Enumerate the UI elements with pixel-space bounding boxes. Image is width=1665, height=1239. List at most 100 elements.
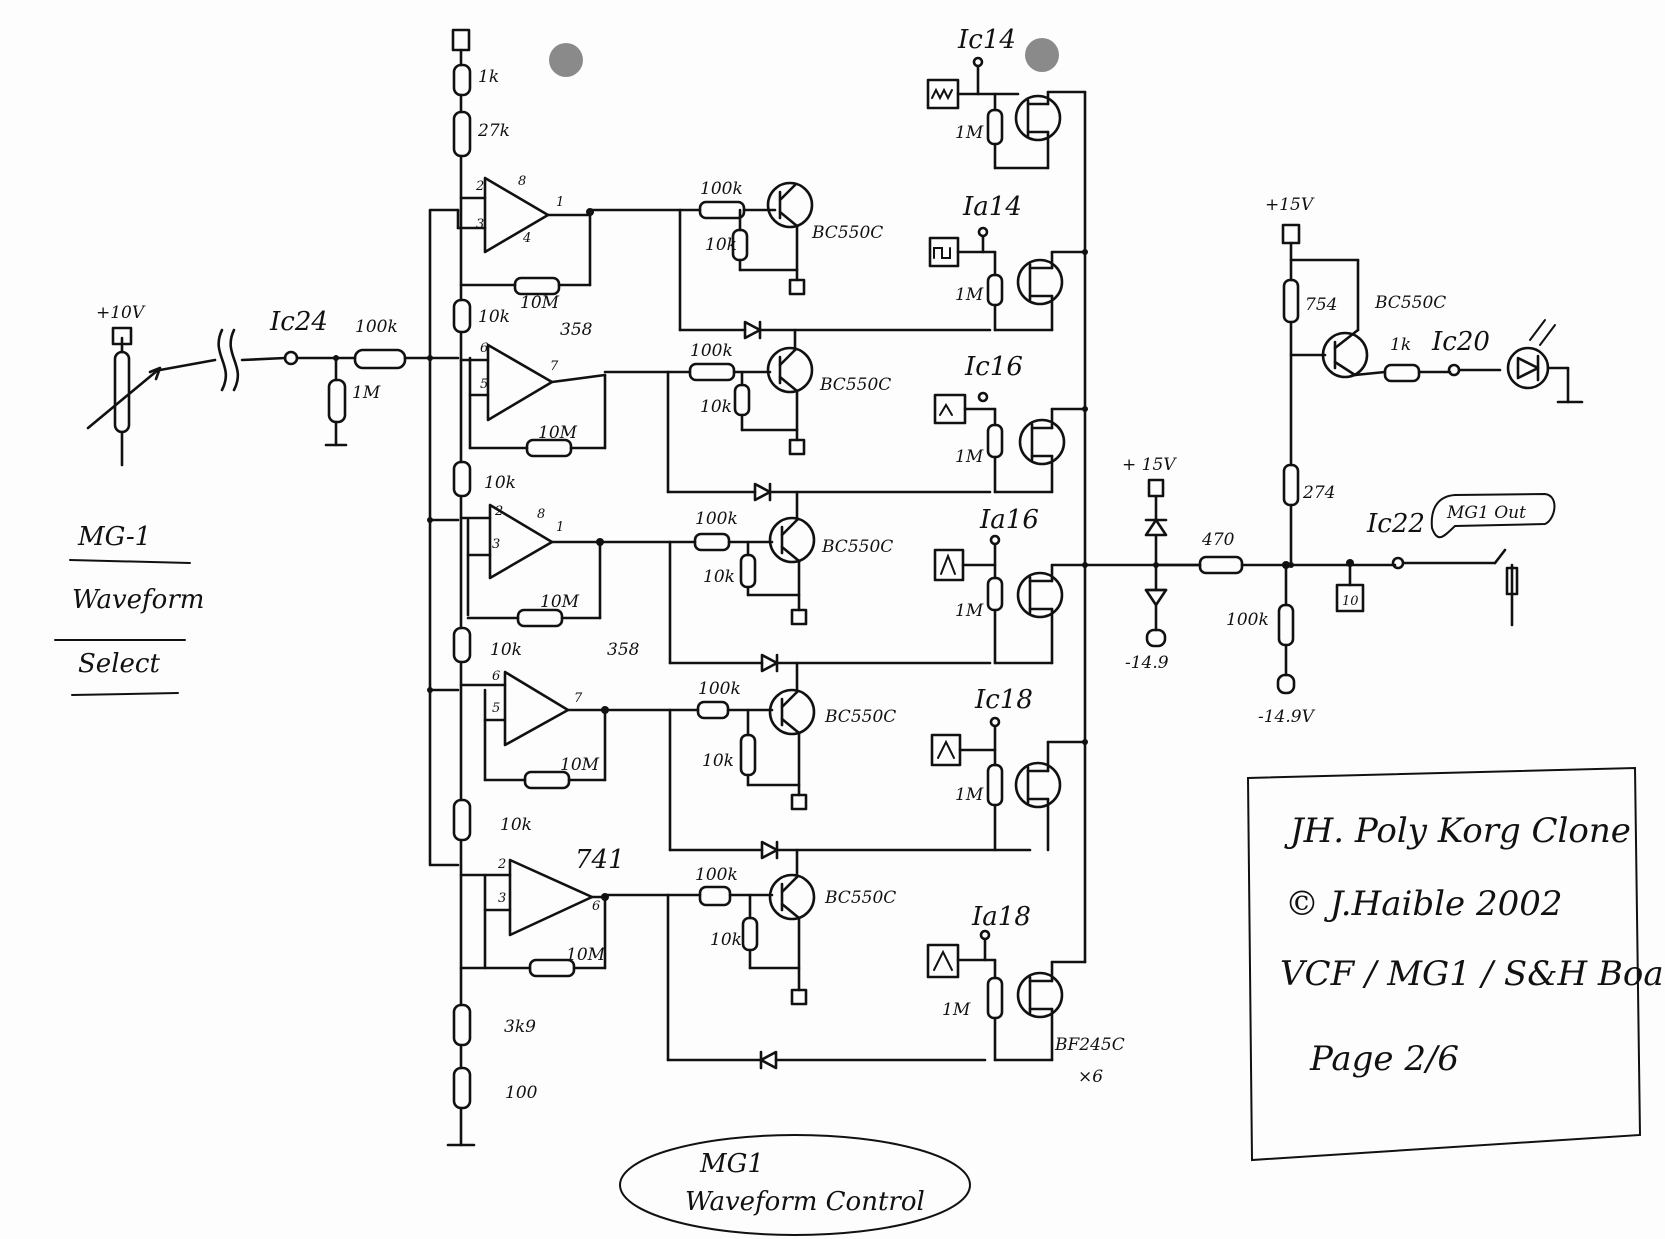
label-transistor-1: BC550C <box>811 223 883 243</box>
transistor-driver-5 <box>666 848 987 1070</box>
label-r-fb-2: 10M <box>538 423 578 443</box>
pin-3b: 3 <box>492 537 500 552</box>
pin-2c: 2 <box>497 857 506 872</box>
label-transistor-2: BC550C <box>819 375 891 395</box>
opamp-pin-numbers: 2 3 8 4 1 6 5 7 2 3 8 1 6 5 7 2 3 6 <box>475 174 600 914</box>
pin-1: 1 <box>556 195 564 210</box>
label-opamp-358-b: 358 <box>607 640 640 660</box>
input-bus <box>427 208 460 867</box>
label-r-div-1: 10k <box>478 307 510 327</box>
pin-4: 4 <box>522 231 531 246</box>
fet-output-bus <box>1082 90 1202 964</box>
pin-6: 6 <box>480 341 488 356</box>
label-r-base-5: 100k <box>695 865 738 885</box>
label-ic22: Ic22 <box>1366 509 1425 539</box>
punch-hole-right <box>1025 38 1059 72</box>
title-line4: Page 2/6 <box>1309 1039 1459 1079</box>
bottom-title-2: Waveform Control <box>685 1187 925 1217</box>
opamp-stage-4 <box>459 670 672 790</box>
opamp-stage-1 <box>456 176 682 296</box>
label-r-bot1: 3k9 <box>504 1017 536 1037</box>
label-r-gate-2: 1M <box>955 285 984 305</box>
label-r-gate-3: 1M <box>955 447 984 467</box>
label-r-be-4: 10k <box>702 751 734 771</box>
label-r100k-out: 100k <box>1226 610 1269 630</box>
label-r-div-4: 10k <box>500 815 532 835</box>
pin-2b: 2 <box>494 504 503 519</box>
label-r-top2: 27k <box>477 121 510 141</box>
label-r-top1: 1k <box>478 67 499 87</box>
label-ic14: Ic14 <box>957 25 1016 55</box>
transistor-driver-1 <box>678 181 992 340</box>
fet-switch-5 <box>930 716 1088 852</box>
transistor-driver-4 <box>668 661 1032 860</box>
label-10v: +10V <box>96 303 146 323</box>
label-fet-count: ×6 <box>1078 1067 1103 1087</box>
label-r-be-1: 10k <box>705 235 737 255</box>
fet-switch-4 <box>933 534 1087 665</box>
label-mg1-out: MG1 Out <box>1446 503 1526 523</box>
output-clamp <box>1144 478 1519 695</box>
left-title-underline-1 <box>69 559 191 564</box>
title-block-frame <box>1246 766 1642 1162</box>
label-r754: 754 <box>1305 295 1337 315</box>
title-line3: VCF / MG1 / S&H Board <box>1280 954 1665 994</box>
label-r-fb-5: 10M <box>566 945 606 965</box>
transistor-driver-3 <box>668 490 992 673</box>
label-r470: 470 <box>1201 530 1235 550</box>
label-r-base-1: 100k <box>700 179 743 199</box>
bottom-title-ellipse <box>619 1134 971 1236</box>
waveform-pot <box>86 326 299 467</box>
left-title-1: MG-1 <box>77 522 151 552</box>
label-r-gate-5: 1M <box>955 785 984 805</box>
pin-2: 2 <box>475 179 484 194</box>
label-r-base-4: 100k <box>698 679 741 699</box>
label-r274: 274 <box>1302 483 1335 503</box>
pin-6c: 6 <box>592 899 600 914</box>
pin-8b: 8 <box>537 507 545 522</box>
pin-5b: 5 <box>492 701 500 716</box>
label-r1k: 1k <box>1390 335 1411 355</box>
label-vneg-a: -14.9 <box>1125 653 1169 673</box>
label-ic16: Ic16 <box>964 352 1023 382</box>
label-r-bot2: 100 <box>505 1083 538 1103</box>
label-r-base-2: 100k <box>690 341 733 361</box>
pin-5: 5 <box>480 377 488 392</box>
label-r-gate-4: 1M <box>955 601 984 621</box>
label-r-be-3: 10k <box>703 567 735 587</box>
led-driver <box>1281 223 1584 568</box>
label-fet-type: BF245C <box>1054 1035 1125 1055</box>
label-transistor-3: BC550C <box>821 537 893 557</box>
label-ic20: Ic20 <box>1431 327 1490 357</box>
pin-1b: 1 <box>556 520 564 535</box>
label-ic18: Ic18 <box>974 685 1033 715</box>
label-v15-b: +15V <box>1265 195 1315 215</box>
label-r-be-5: 10k <box>710 930 742 950</box>
label-r-fb-3: 10M <box>540 592 580 612</box>
left-title-3: Select <box>78 649 160 679</box>
fet-switch-2 <box>928 226 1088 332</box>
mg1-out-bubble <box>1430 492 1556 539</box>
label-r-div-3: 10k <box>490 640 522 660</box>
label-r-base-3: 100k <box>695 509 738 529</box>
label-ia14: Ia14 <box>962 192 1022 222</box>
pin-6b: 6 <box>492 669 500 684</box>
label-r-in-series: 100k <box>355 317 398 337</box>
input-network <box>295 348 432 447</box>
label-r-div-2: 10k <box>484 473 516 493</box>
label-bc550c-b: BC550C <box>1374 293 1446 313</box>
label-ia16: Ia16 <box>979 505 1039 535</box>
label-transistor-5: BC550C <box>824 888 896 908</box>
left-title-underline-3 <box>71 692 179 696</box>
title-line2: © J.Haible 2002 <box>1285 884 1563 924</box>
opamp-stage-3 <box>459 503 672 628</box>
transistor-driver-2 <box>666 328 992 502</box>
left-title-2: Waveform <box>72 585 204 615</box>
pin-3c: 3 <box>498 891 506 906</box>
label-r-fb-4: 10M <box>560 755 600 775</box>
pin-7: 7 <box>550 359 559 374</box>
fet-switch-6 <box>926 929 1087 1062</box>
label-pin10: 10 <box>1342 594 1359 609</box>
opamp-stage-2 <box>459 343 670 458</box>
